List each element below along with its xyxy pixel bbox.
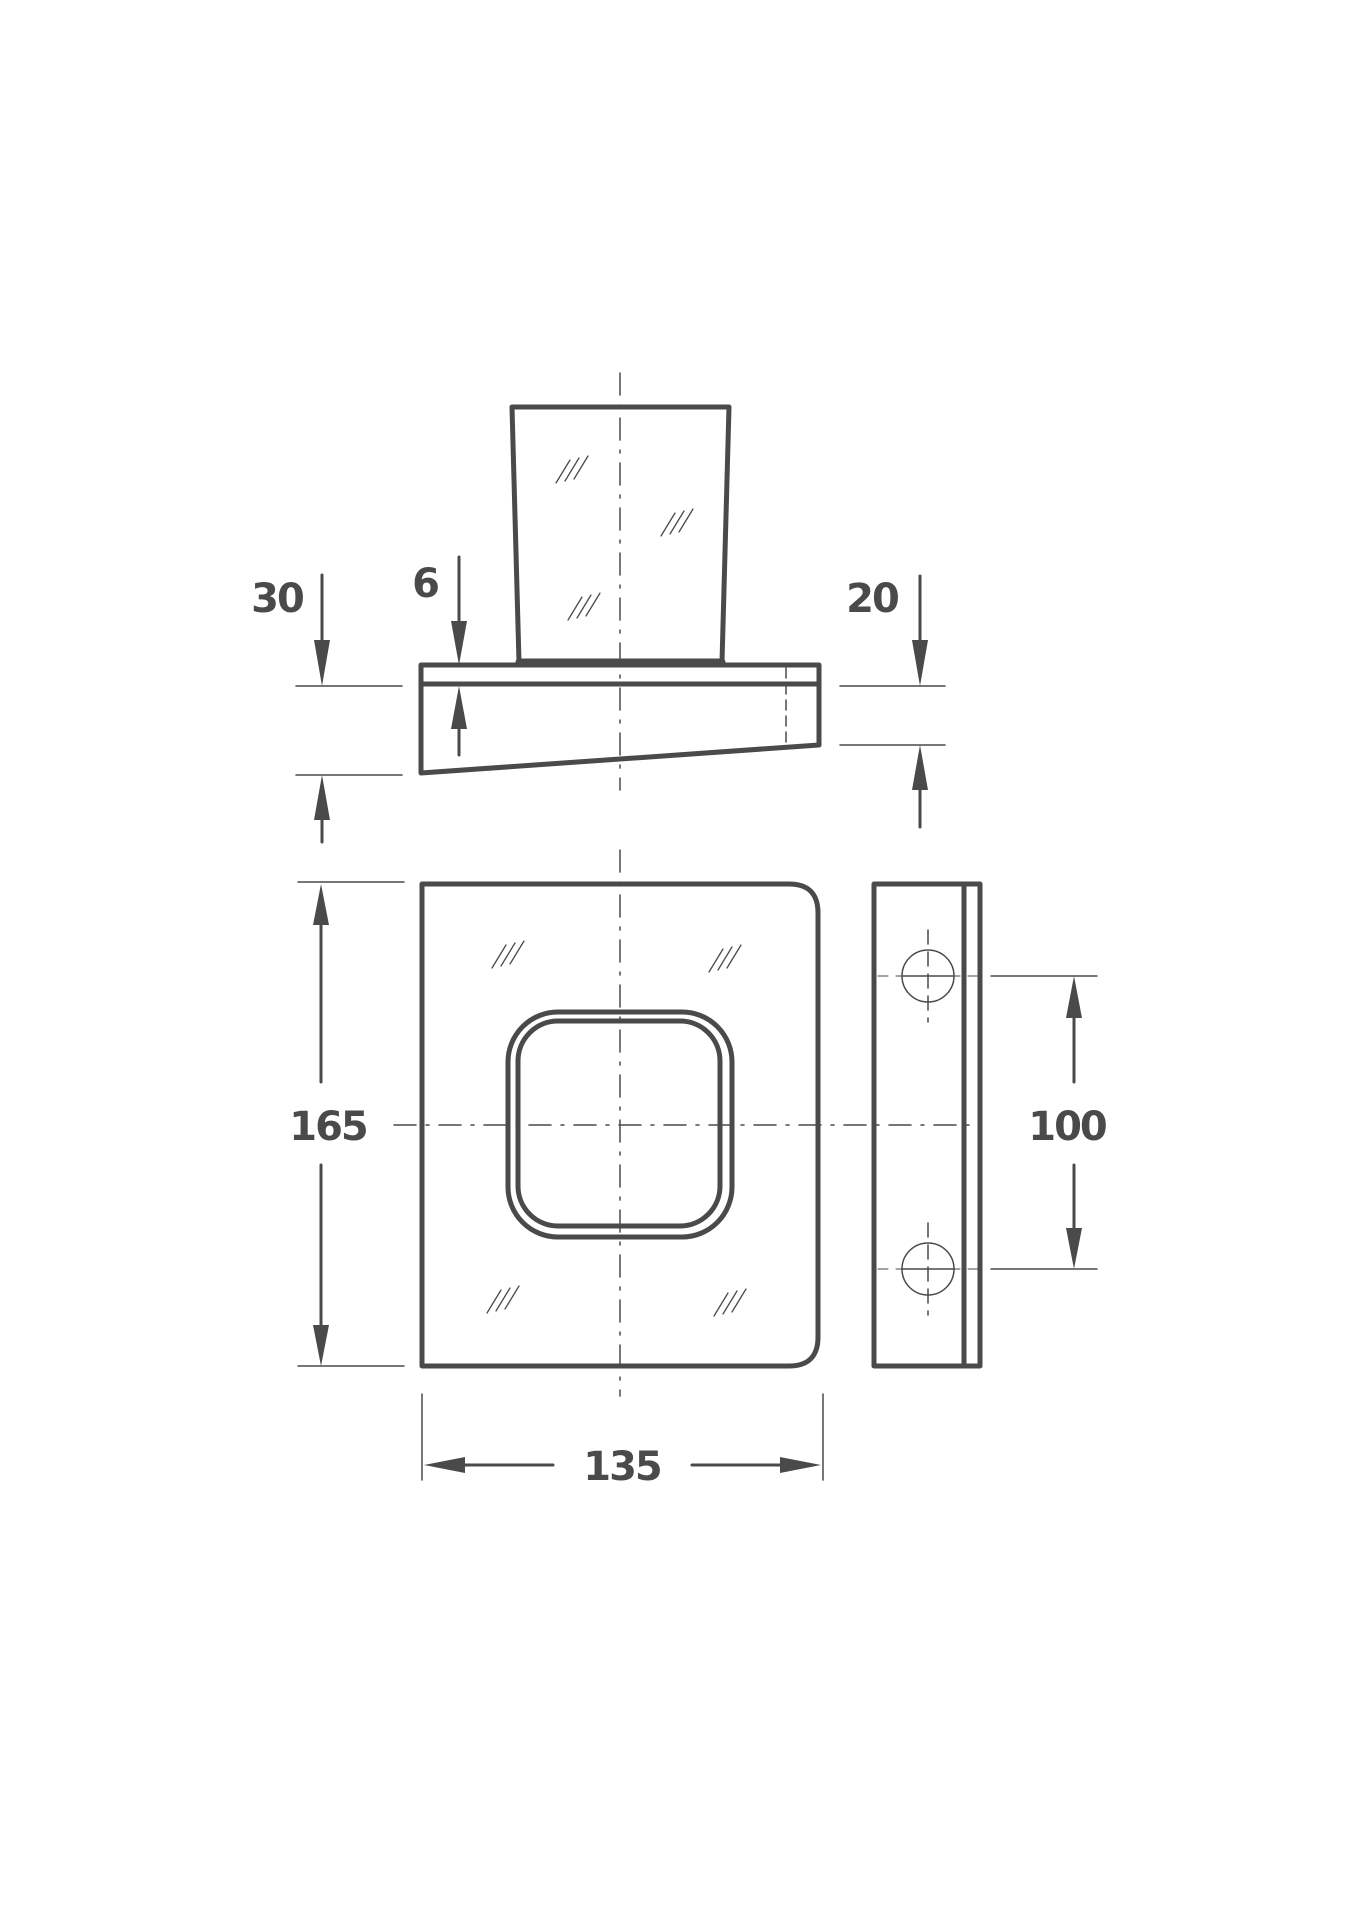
label-20: 20 <box>846 576 898 622</box>
label-135: 135 <box>583 1444 661 1490</box>
glass-hatch-icon <box>486 940 747 1317</box>
glass-cup <box>509 404 732 666</box>
shelf-side-view <box>418 662 822 776</box>
label-30: 30 <box>251 576 303 622</box>
dimension-135 <box>421 1393 824 1481</box>
dimension-20 <box>839 574 946 829</box>
label-100: 100 <box>1028 1104 1106 1150</box>
plate-side-view <box>871 881 983 1369</box>
screw-hole-icon <box>877 929 981 1023</box>
dimension-165 <box>297 881 405 1367</box>
label-6: 6 <box>412 561 438 607</box>
dimension-6 <box>451 555 467 757</box>
label-165: 165 <box>289 1104 367 1150</box>
screw-hole-icon <box>877 1222 981 1316</box>
dimension-30 <box>295 573 403 844</box>
front-plate <box>419 881 821 1369</box>
dimension-100 <box>990 975 1098 1270</box>
glass-hatch-icon <box>555 455 694 621</box>
